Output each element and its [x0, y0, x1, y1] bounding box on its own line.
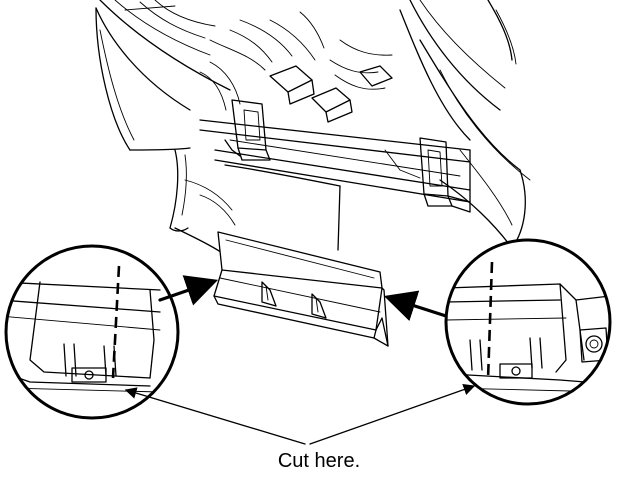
right-cut-leader: [309, 383, 476, 445]
left-cut-leader: [124, 387, 306, 445]
cut-here-label: Cut here.: [277, 450, 361, 472]
left-detail-arrow: [158, 275, 219, 306]
lower-cover-panel: [213, 231, 389, 347]
dashboard-overview: [95, 0, 531, 261]
left-clip-detail: [4, 244, 180, 420]
cut-callout-leaders: [124, 383, 476, 445]
right-clip-detail: [444, 238, 612, 406]
right-detail-arrow: [383, 290, 448, 322]
pointer-arrows: [158, 275, 448, 322]
